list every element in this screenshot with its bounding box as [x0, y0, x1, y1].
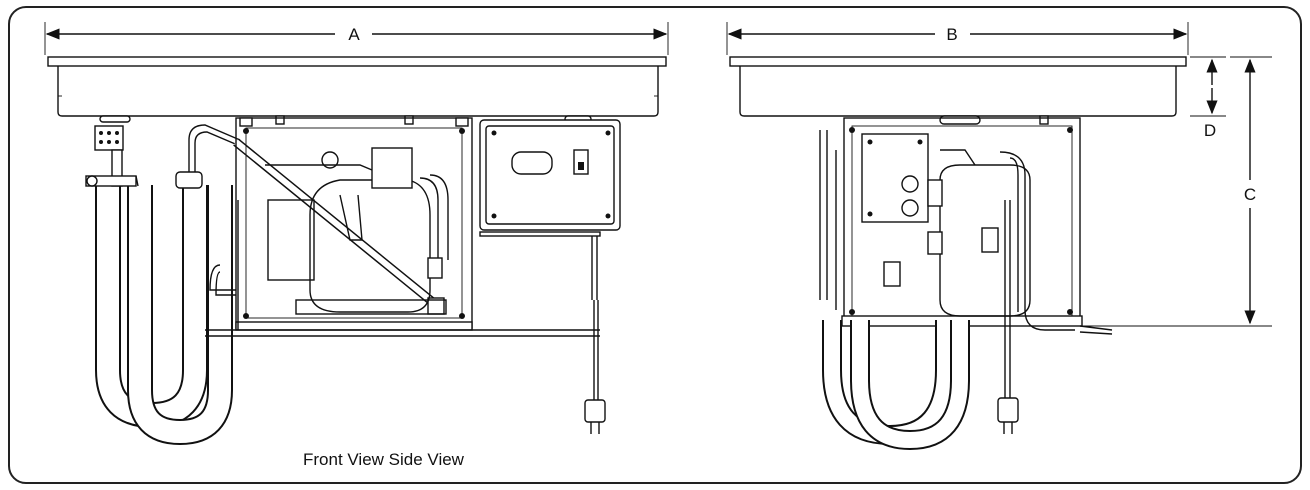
- dimension-b: B: [726, 22, 1189, 55]
- front-compressor-frame: [235, 117, 473, 331]
- front-valve-block: [85, 125, 139, 187]
- front-side-rails: [209, 200, 239, 330]
- dimension-d: D: [1190, 56, 1226, 140]
- dimension-d-label: D: [1204, 121, 1216, 140]
- side-view: B D C: [726, 22, 1272, 451]
- side-pan: [729, 56, 1187, 125]
- front-power-cord: [584, 236, 606, 434]
- figure-caption: Front View Side View: [303, 450, 464, 469]
- dimension-b-label: B: [946, 25, 957, 44]
- front-view: A: [44, 22, 669, 446]
- front-bottom-rails: [205, 329, 600, 337]
- front-control-box: [479, 119, 621, 237]
- front-diagonal-pipe: [233, 138, 445, 315]
- dimension-a-label: A: [348, 25, 360, 44]
- side-control-box: [819, 130, 929, 310]
- side-power-cord: [997, 200, 1019, 434]
- side-u-tubes: [822, 320, 970, 451]
- front-pan: [47, 56, 667, 125]
- diagram-frame: [8, 6, 1302, 484]
- front-u-tube: [95, 124, 241, 446]
- dimension-c: C: [1080, 56, 1272, 327]
- dimension-a: A: [44, 22, 669, 55]
- dimension-c-label: C: [1244, 185, 1256, 204]
- side-compressor: [883, 149, 1075, 331]
